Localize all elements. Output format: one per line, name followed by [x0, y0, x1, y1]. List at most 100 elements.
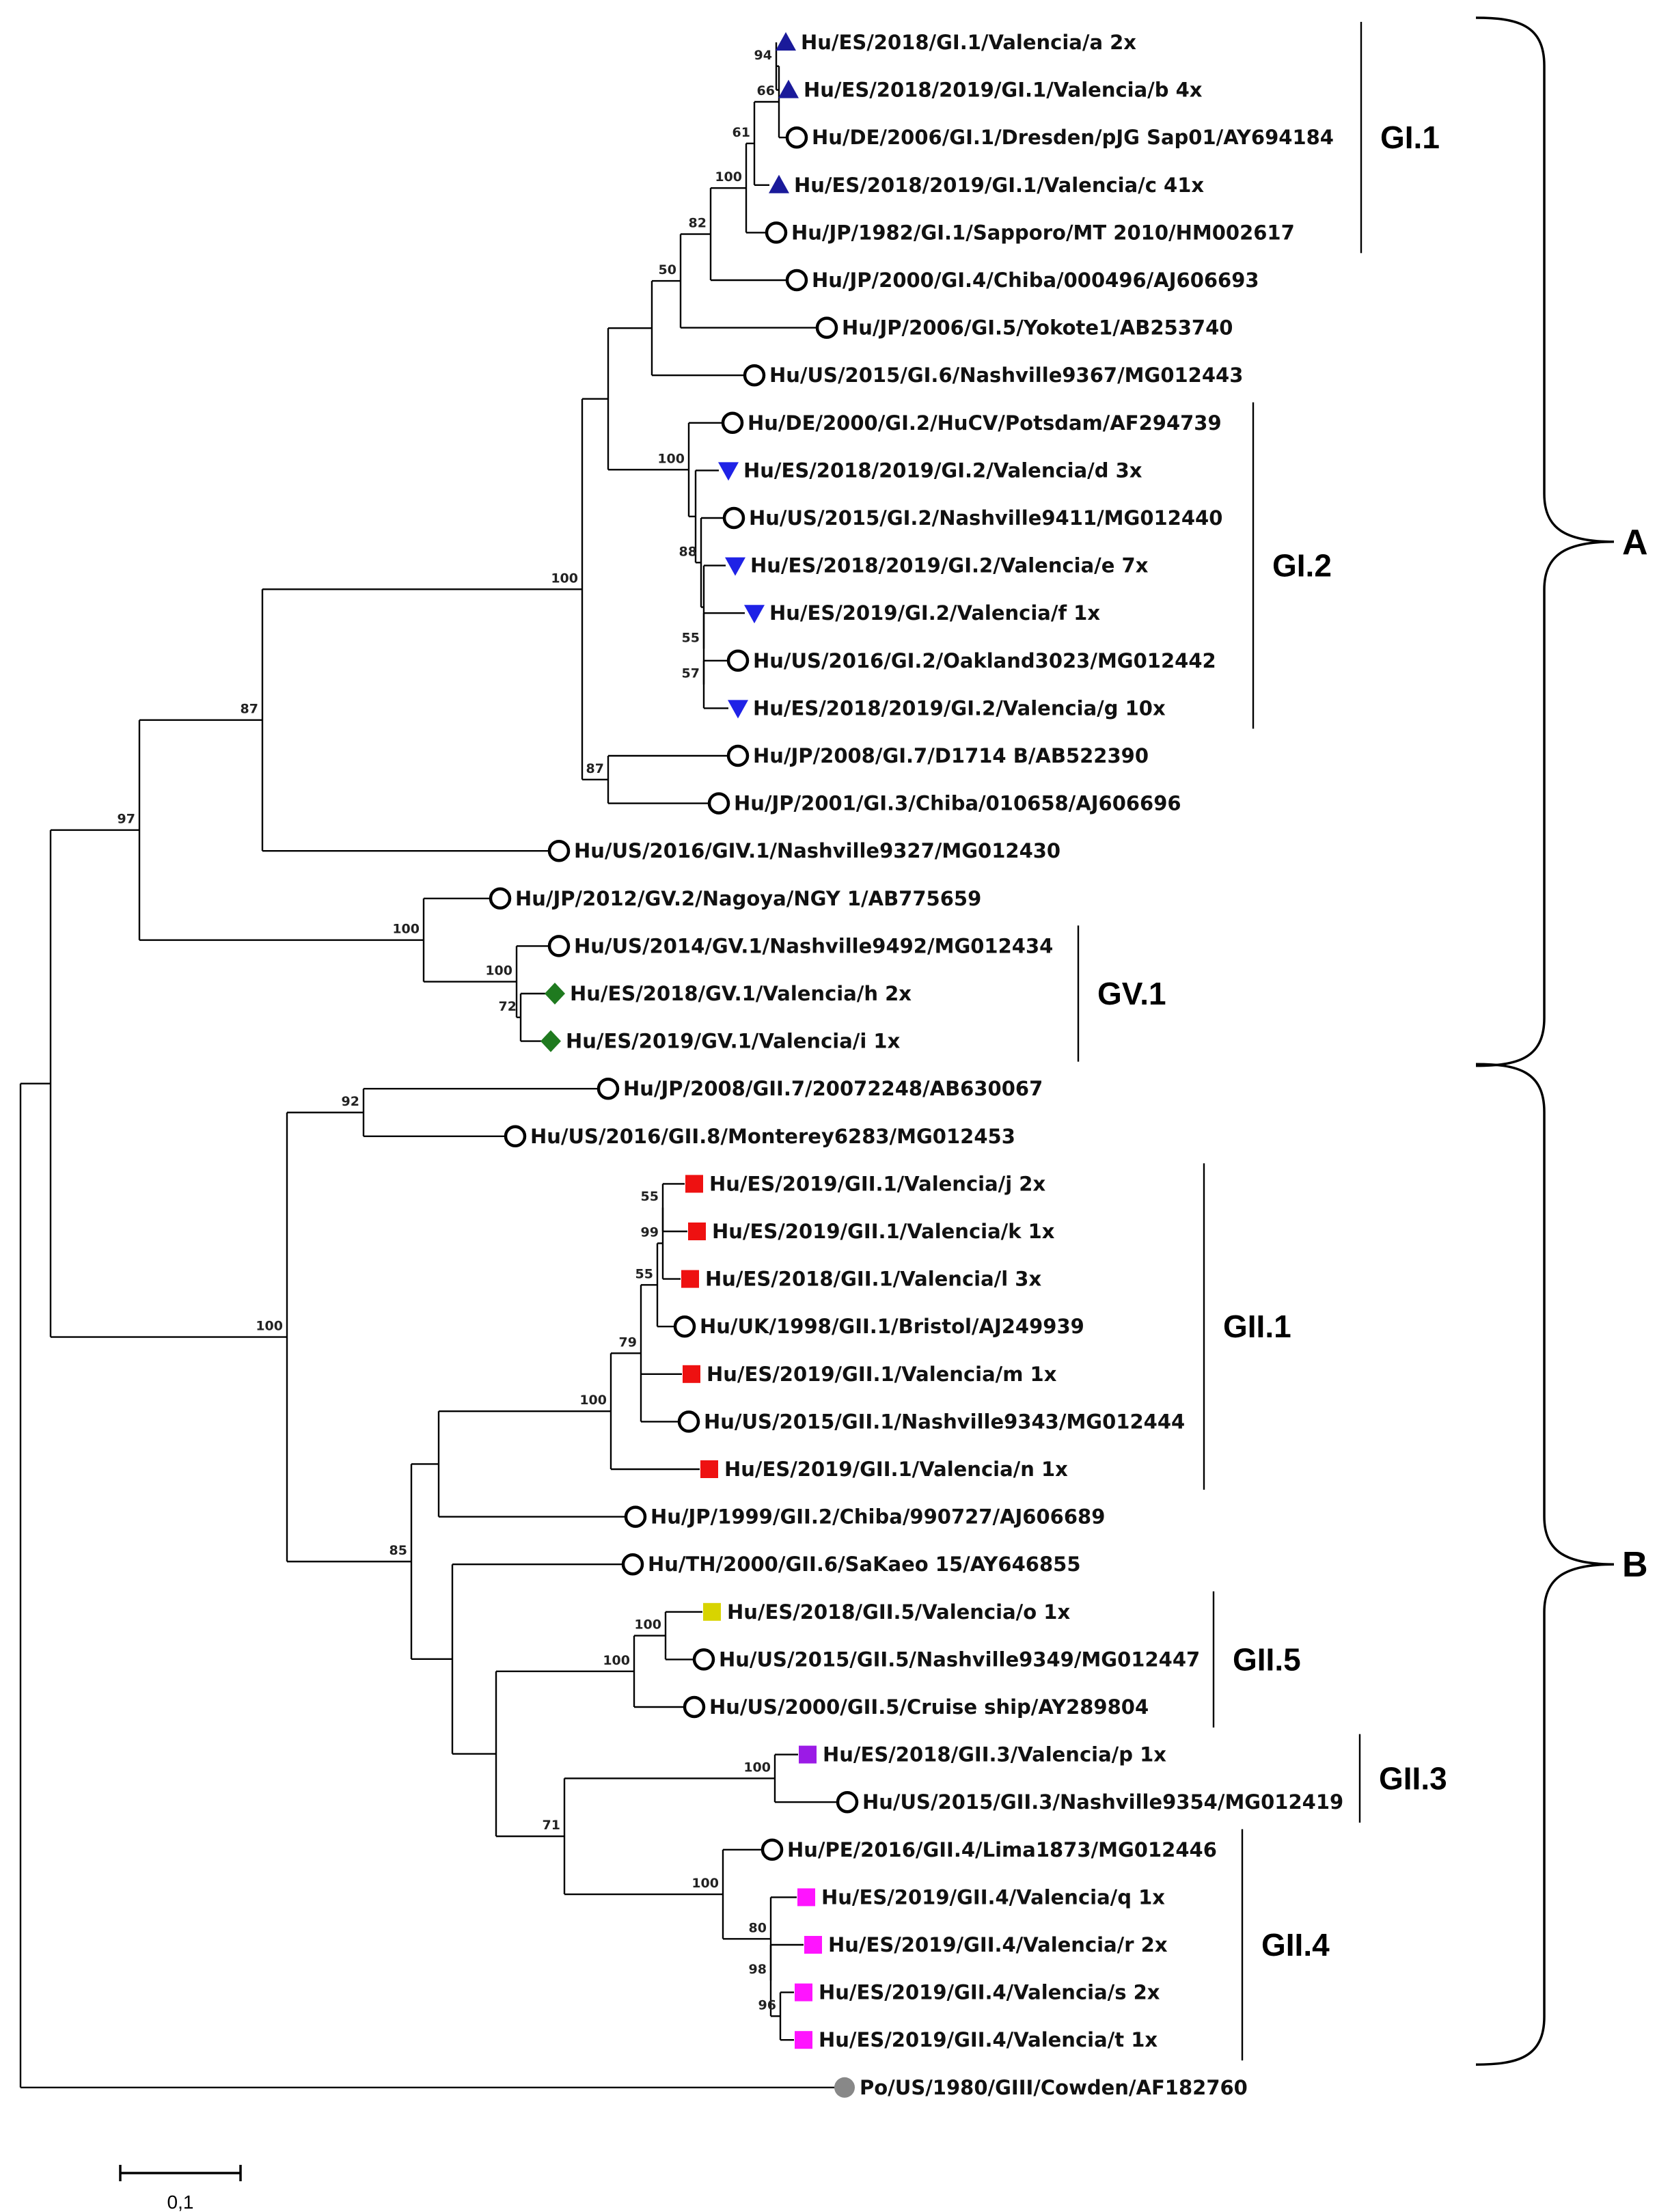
circle-marker [726, 744, 750, 767]
taxon-label: Hu/JP/2012/GV.2/Nagoya/NGY 1/AB775659 [515, 887, 981, 910]
square-marker [683, 1365, 700, 1383]
taxon-label: Hu/JP/1999/GII.2/Chiba/990727/AJ606689 [651, 1505, 1105, 1529]
square-marker [795, 2031, 812, 2049]
circle-marker [504, 1125, 527, 1148]
bootstrap-value: 87 [586, 761, 604, 776]
circle-marker [707, 792, 730, 815]
square-marker [700, 1460, 718, 1478]
taxon-label: Hu/US/2015/GII.1/Nashville9343/MG012444 [704, 1410, 1185, 1433]
circle-marker [692, 1648, 715, 1671]
diamond-marker [545, 983, 565, 1005]
bootstrap-value: 100 [485, 964, 512, 979]
circle-marker [765, 221, 788, 244]
bootstrap-value: 82 [689, 216, 707, 231]
bootstrap-value: 100 [256, 1319, 283, 1334]
bootstrap-value: 100 [715, 169, 742, 185]
bootstrap-value: 80 [749, 1920, 767, 1935]
triangle-up-marker [776, 32, 796, 51]
taxon-label: Hu/ES/2018/GV.1/Valencia/h 2x [570, 982, 912, 1005]
taxon-label: Hu/ES/2018/2019/GI.1/Valencia/b 4x [804, 79, 1203, 102]
taxon-label: Hu/JP/2006/GI.5/Yokote1/AB253740 [842, 316, 1233, 340]
taxon-label: Hu/ES/2019/GII.1/Valencia/n 1x [724, 1458, 1068, 1481]
circle-marker [785, 126, 808, 149]
triangle-down-marker [728, 700, 748, 719]
taxon-label: Hu/JP/2008/GI.7/D1714 B/AB522390 [753, 744, 1149, 767]
taxon-labels: Hu/ES/2018/GI.1/Valencia/a 2xHu/ES/2018/… [515, 31, 1343, 2099]
taxon-label: Hu/JP/2008/GII.7/20072248/AB630067 [623, 1077, 1043, 1100]
taxon-label: Hu/ES/2018/GII.1/Valencia/l 3x [705, 1268, 1041, 1291]
square-marker [685, 1175, 703, 1193]
taxon-label: Hu/ES/2018/GII.3/Valencia/p 1x [823, 1743, 1166, 1766]
genogroup-label: GV.1 [1097, 976, 1166, 1011]
taxon-markers [489, 32, 859, 2098]
circle-marker [547, 839, 571, 862]
square-marker [703, 1602, 721, 1621]
bootstrap-value: 100 [603, 1653, 630, 1668]
square-marker [799, 1745, 817, 1764]
taxon-label: Hu/ES/2018/2019/GI.2/Valencia/d 3x [743, 459, 1142, 482]
taxon-label: Hu/UK/1998/GII.1/Bristol/AJ249939 [700, 1315, 1084, 1338]
genogroup-label: GII.3 [1379, 1760, 1447, 1796]
bootstrap-value: 87 [241, 702, 258, 717]
circle-marker [726, 649, 750, 672]
bootstrap-value: 66 [757, 83, 775, 98]
taxon-label: Hu/ES/2019/GII.4/Valencia/t 1x [819, 2028, 1158, 2051]
circle-marker [677, 1410, 700, 1433]
circle-marker [624, 1505, 647, 1528]
taxon-label: Hu/ES/2019/GV.1/Valencia/i 1x [566, 1030, 901, 1053]
taxon-label: Hu/ES/2018/GII.5/Valencia/o 1x [727, 1600, 1070, 1624]
taxon-label: Hu/ES/2019/GII.4/Valencia/s 2x [819, 1981, 1160, 2004]
taxon-label: Hu/US/2000/GII.5/Cruise ship/AY289804 [709, 1695, 1149, 1719]
bootstrap-value: 50 [659, 262, 676, 277]
taxon-label: Hu/JP/1982/GI.1/Sapporo/MT 2010/HM002617 [791, 221, 1295, 244]
taxon-label: Hu/US/2016/GIV.1/Nashville9327/MG012430 [574, 839, 1060, 862]
square-marker [804, 1936, 822, 1954]
clade-brace [1475, 16, 1615, 1067]
taxon-label: Hu/DE/2006/GI.1/Dresden/pJG Sap01/AY6941… [812, 126, 1334, 149]
genogroup-label: GII.4 [1261, 1927, 1330, 1963]
bootstrap-value: 79 [619, 1335, 637, 1350]
bootstrap-value: 100 [691, 1876, 719, 1891]
taxon-label: Hu/TH/2000/GII.6/SaKaeo 15/AY646855 [648, 1553, 1081, 1576]
bootstrap-value: 71 [543, 1818, 560, 1833]
bootstrap-value: 72 [499, 999, 517, 1014]
bootstrap-value: 98 [749, 1962, 767, 1977]
circle-marker [597, 1077, 620, 1100]
bootstrap-values: 9466611008250575588100871008772100100979… [118, 48, 776, 2013]
bootstrap-value: 99 [641, 1225, 659, 1240]
bootstrap-value: 97 [118, 812, 135, 827]
circle-marker [722, 506, 745, 530]
bootstrap-value: 94 [754, 48, 772, 63]
circle-marker [815, 316, 838, 339]
bootstrap-value: 61 [732, 125, 750, 140]
square-marker [795, 1983, 812, 2002]
diamond-marker [540, 1030, 561, 1052]
taxon-label: Hu/ES/2018/2019/GI.2/Valencia/g 10x [753, 696, 1166, 720]
circle-marker [547, 935, 571, 957]
taxon-label: Hu/US/2014/GV.1/Nashville9492/MG012434 [574, 934, 1053, 957]
bootstrap-value: 100 [657, 451, 685, 466]
triangle-down-marker [725, 557, 745, 576]
taxon-label: Hu/PE/2016/GII.4/Lima1873/MG012446 [787, 1838, 1217, 1861]
bootstrap-value: 88 [679, 544, 697, 559]
taxon-label: Hu/US/2015/GII.5/Nashville9349/MG012447 [719, 1648, 1200, 1671]
bootstrap-value: 100 [392, 922, 420, 937]
taxon-label: Hu/JP/2000/GI.4/Chiba/000496/AJ606693 [812, 269, 1259, 292]
scale-bar: 0,1 [119, 2165, 242, 2212]
taxon-label: Hu/ES/2019/GII.1/Valencia/j 2x [709, 1172, 1045, 1195]
bootstrap-value: 92 [342, 1094, 359, 1109]
square-marker [688, 1223, 706, 1240]
taxon-label: Hu/US/2015/GI.6/Nashville9367/MG012443 [769, 364, 1243, 387]
taxon-label: Hu/DE/2000/GI.2/HuCV/Potsdam/AF294739 [748, 411, 1222, 435]
bootstrap-value: 96 [758, 1997, 776, 2012]
circle-marker [721, 411, 744, 435]
circle-marker [785, 269, 808, 292]
taxon-label: Po/US/1980/GIII/Cowden/AF182760 [860, 2076, 1248, 2099]
triangle-up-marker [769, 174, 789, 193]
taxon-label: Hu/US/2016/GI.2/Oakland3023/MG012442 [753, 649, 1216, 672]
circle-marker [761, 1838, 784, 1861]
triangle-down-marker [744, 605, 765, 624]
bootstrap-value: 100 [579, 1393, 607, 1408]
